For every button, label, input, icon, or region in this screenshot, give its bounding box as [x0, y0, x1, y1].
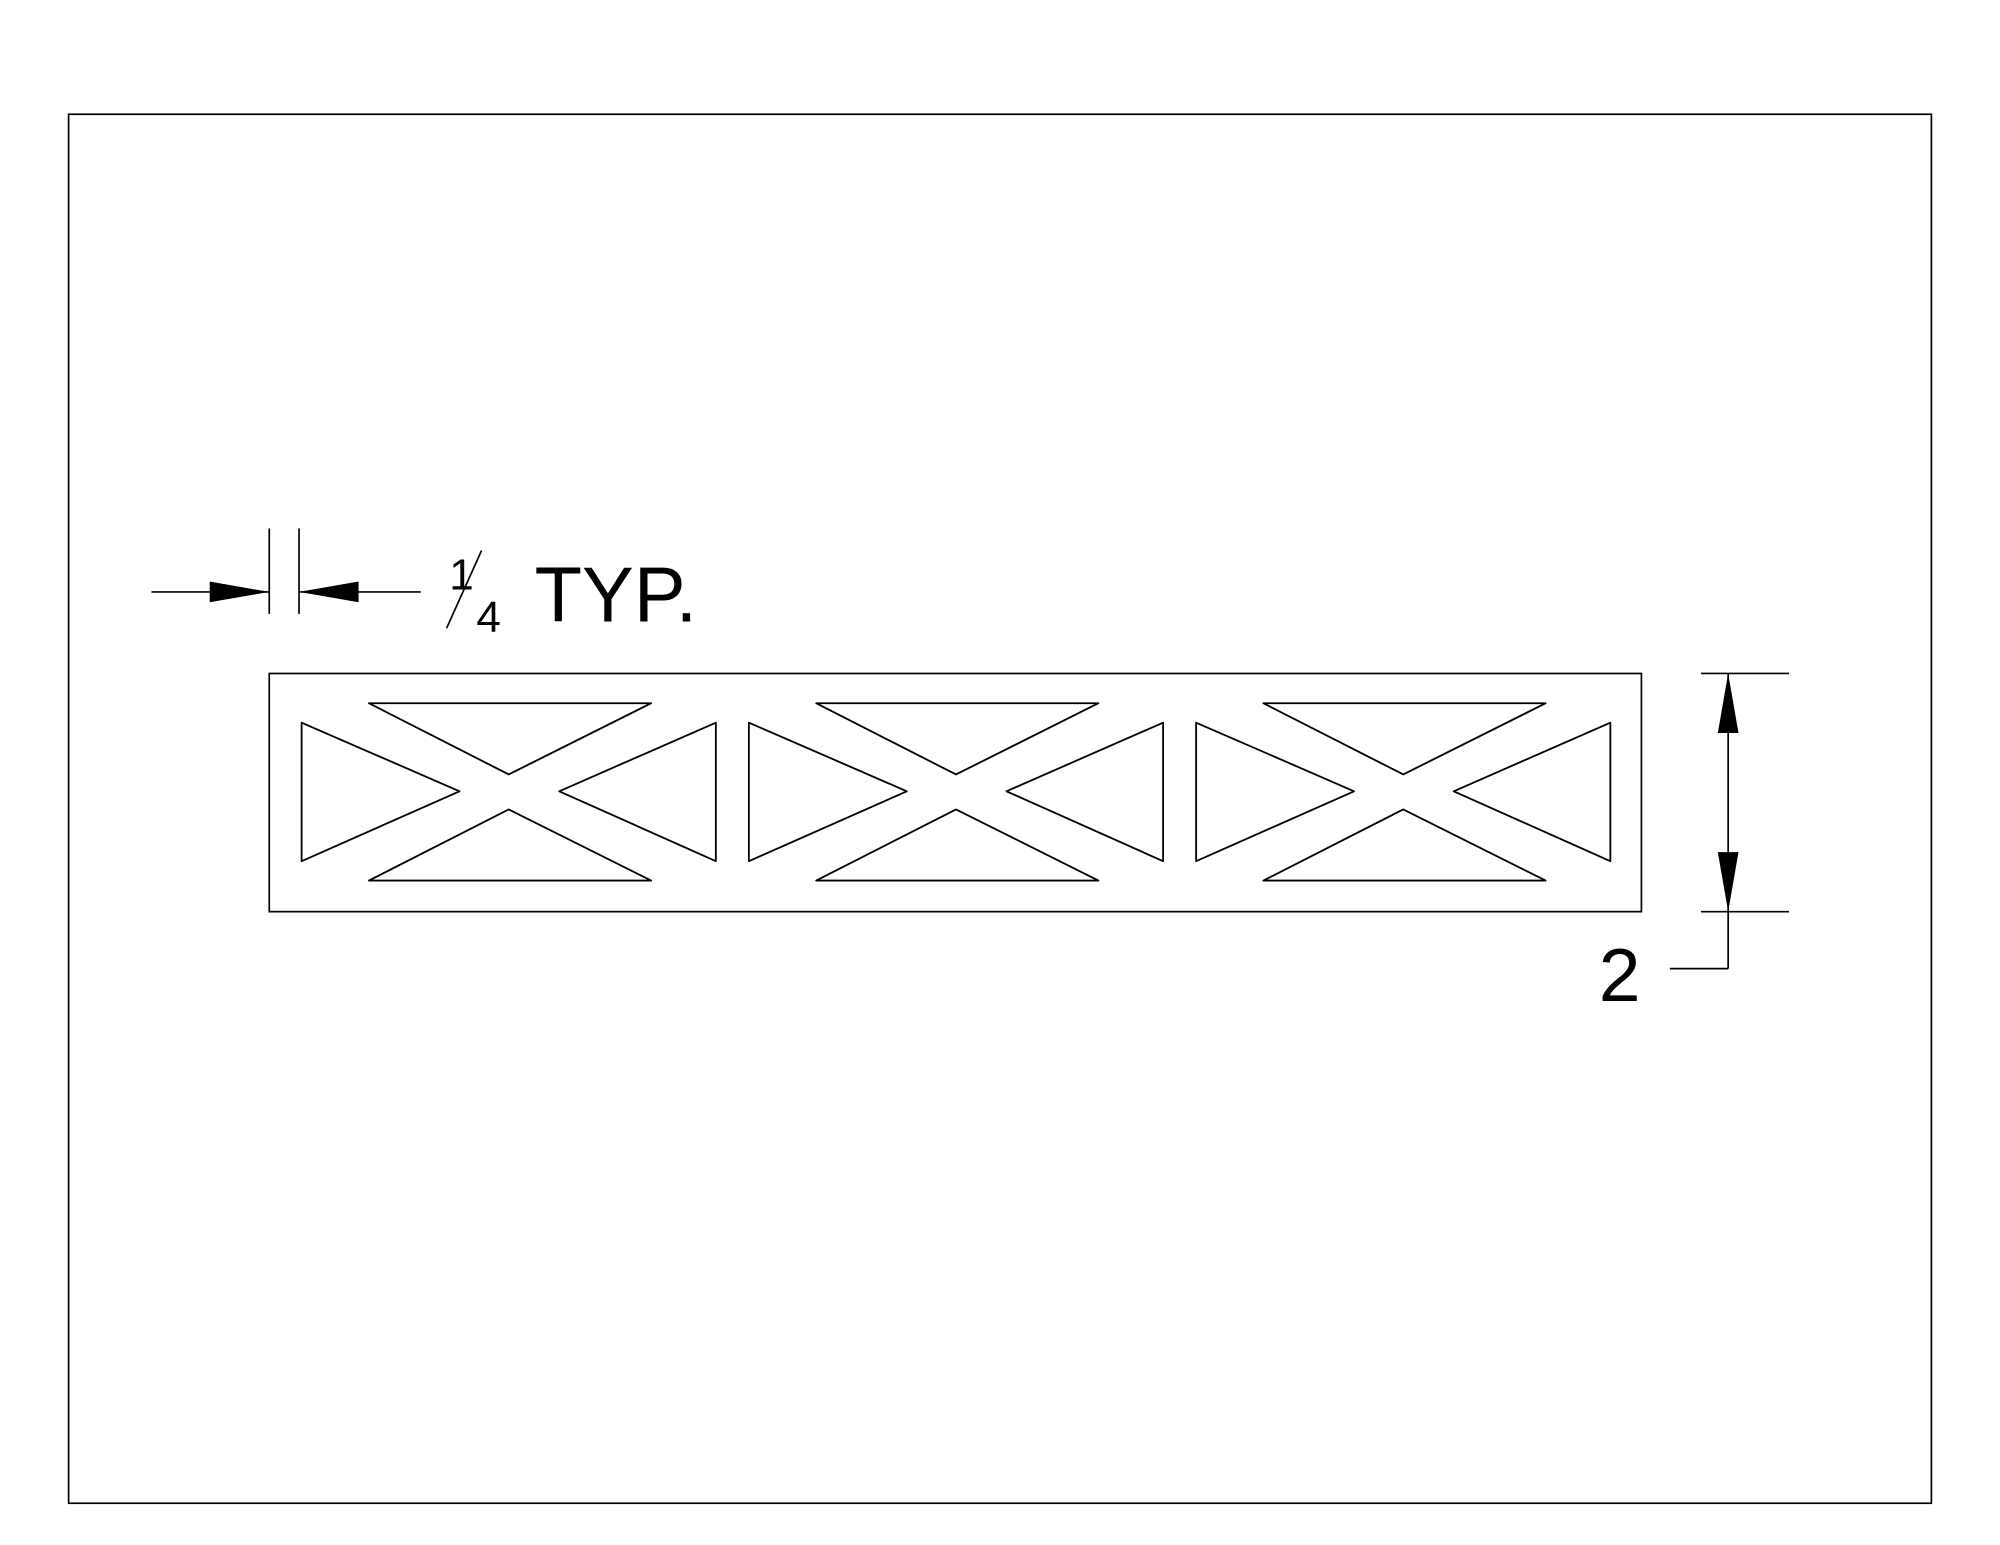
thickness-dimension: 1 4 TYP.: [151, 528, 697, 642]
triangular-cutout: [300, 721, 461, 863]
sheet-border: [67, 113, 1933, 1505]
triangular-cutout: [1195, 721, 1355, 863]
triangular-cutout: [1262, 808, 1547, 882]
arrowhead-icon: [209, 581, 270, 603]
fraction-denominator: 4: [476, 593, 500, 642]
triangular-cutout: [1005, 721, 1165, 863]
truss-plate-outline: [268, 672, 1643, 913]
triangular-cutout: [815, 808, 1100, 882]
dimension-suffix: TYP.: [535, 553, 698, 639]
height-value: 2: [1599, 933, 1641, 1017]
height-dimension: 2: [1599, 672, 1789, 1017]
triangular-cutout: [368, 702, 653, 776]
arrowhead-icon: [1717, 673, 1739, 734]
triangular-cutout: [1452, 721, 1612, 863]
triangular-cutout: [1262, 702, 1547, 776]
triangular-cutout: [558, 721, 717, 863]
arrowhead-icon: [1717, 852, 1739, 912]
triangular-cutout: [747, 721, 908, 863]
fraction-numerator: 1: [449, 550, 473, 599]
triangular-cutout: [368, 808, 653, 882]
triangular-cutout: [815, 702, 1100, 776]
truss-panels: [300, 702, 1612, 882]
arrowhead-icon: [299, 581, 359, 603]
